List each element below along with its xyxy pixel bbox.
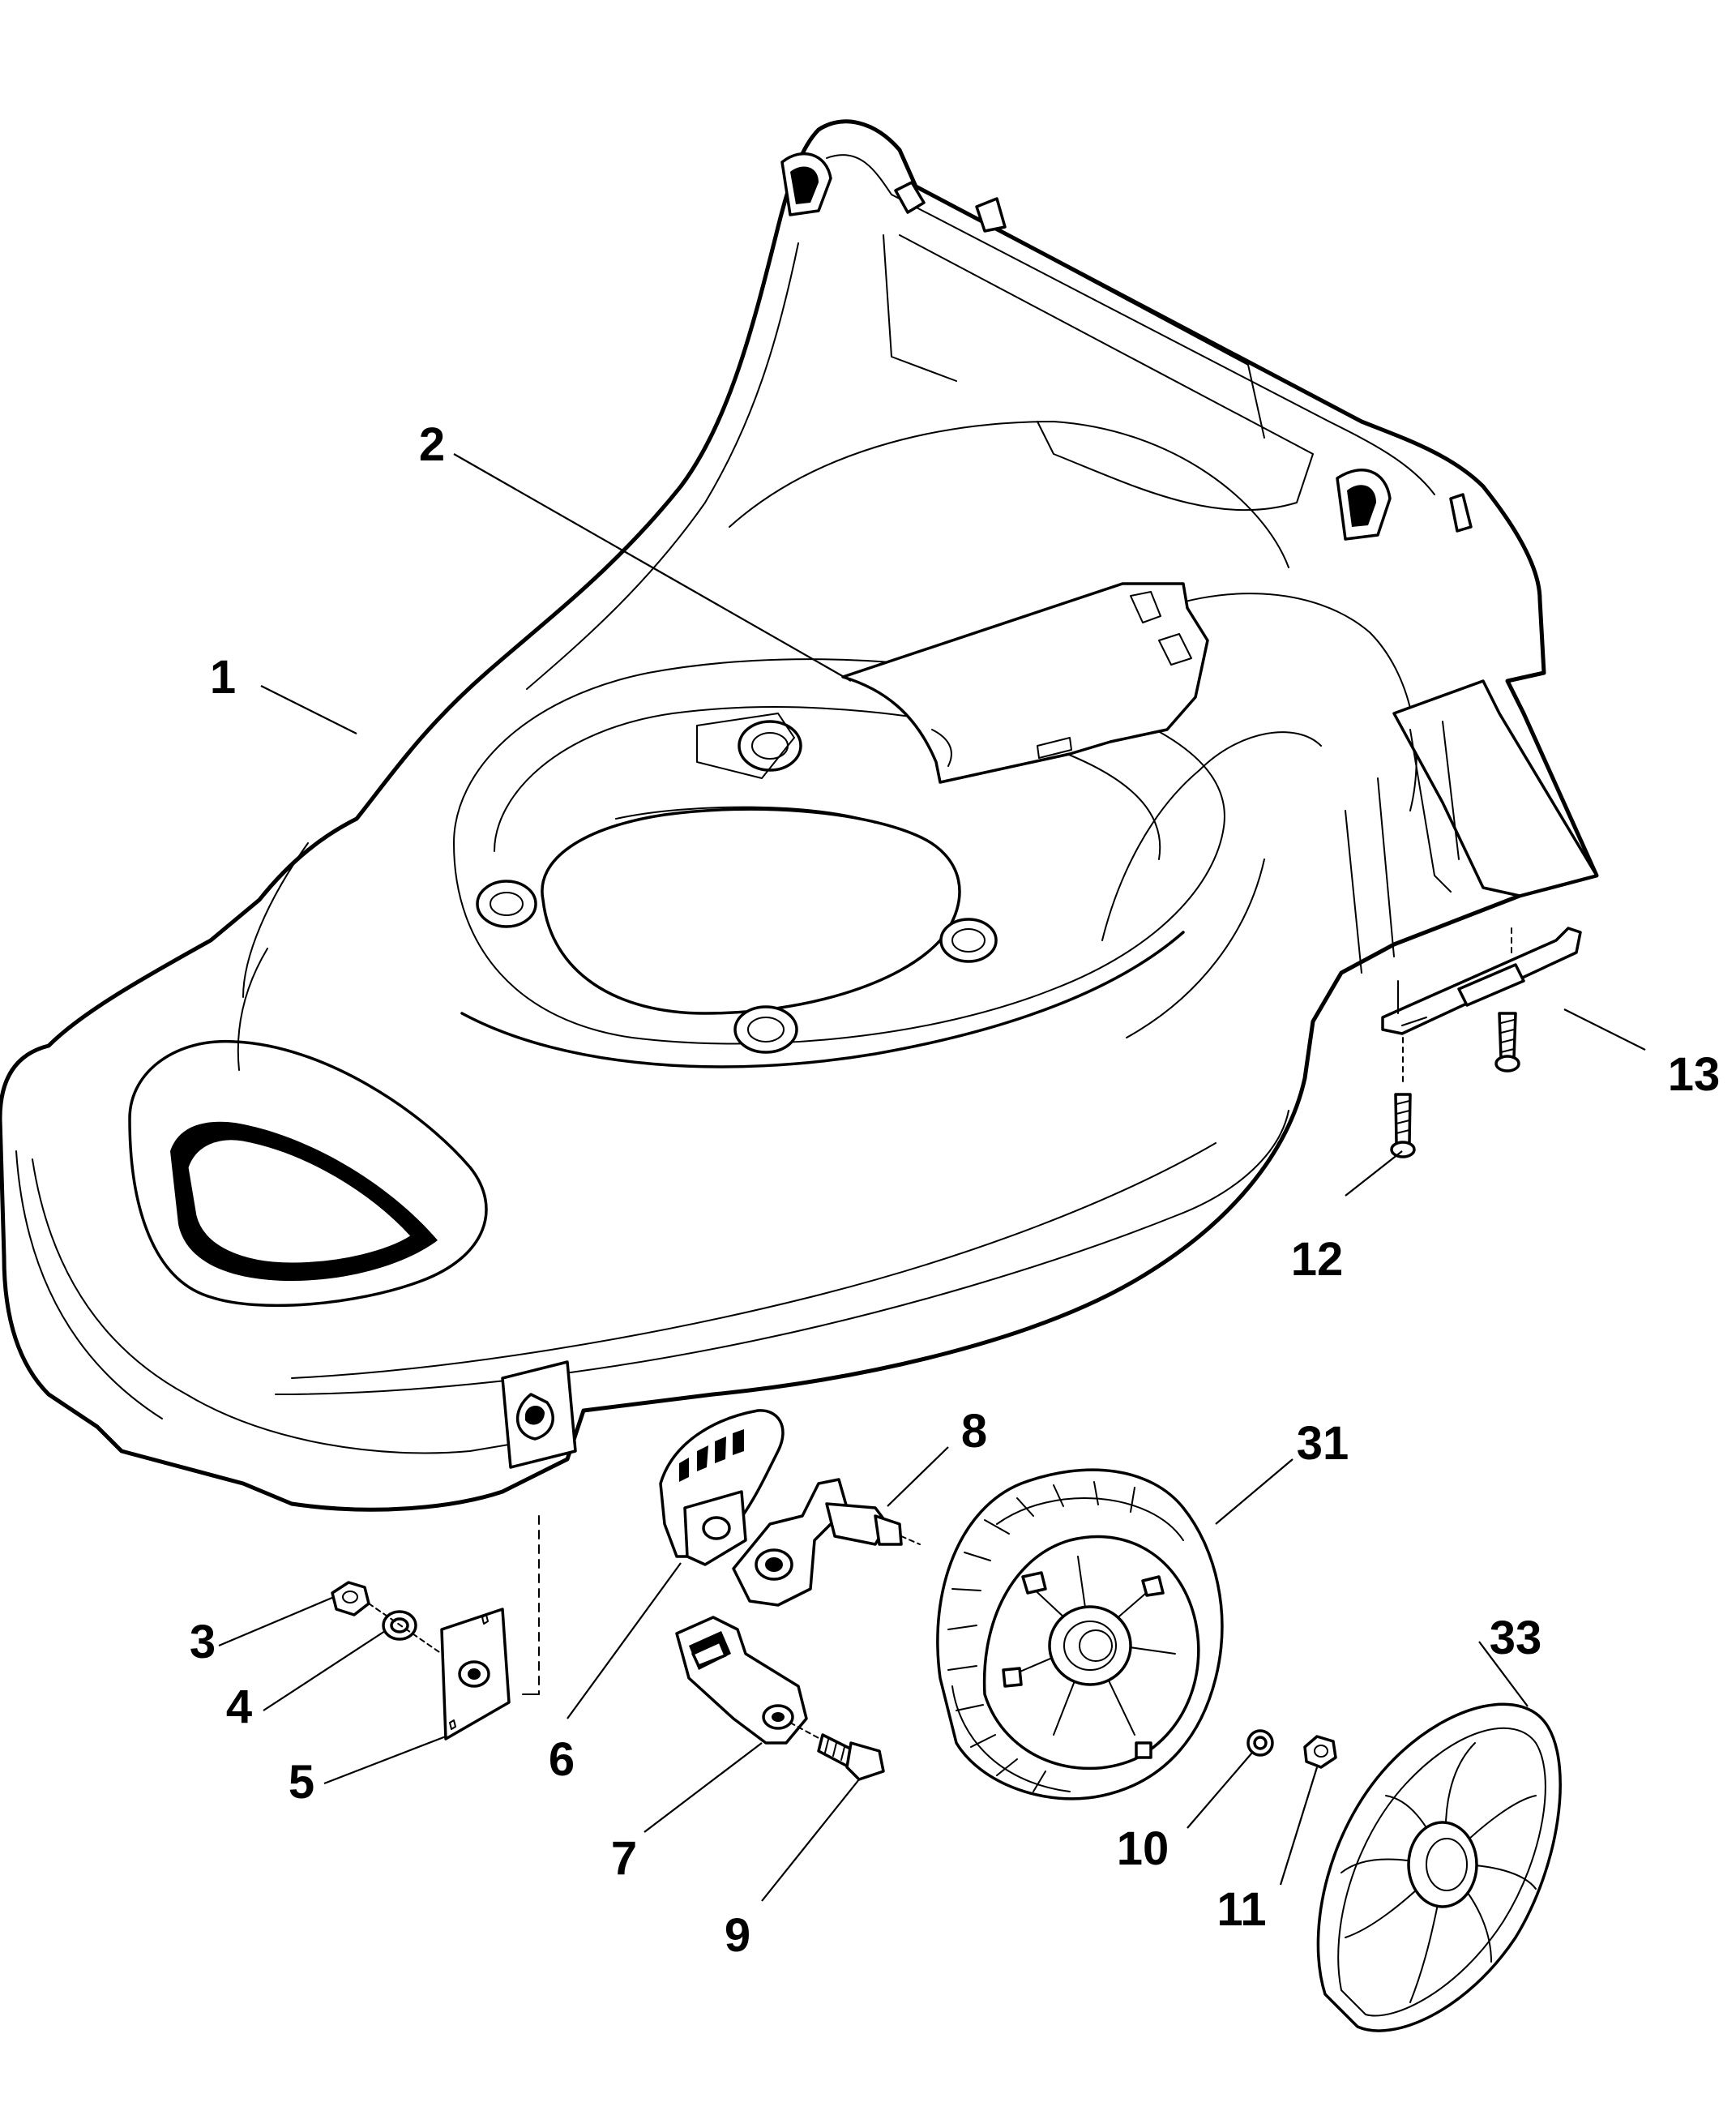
- leader-7: [644, 1742, 763, 1833]
- leader-12: [1345, 1150, 1403, 1197]
- callout-4: 4: [226, 1681, 252, 1733]
- callout-1: 1: [210, 651, 236, 704]
- leader-2: [453, 453, 852, 682]
- boss-right: [939, 918, 998, 963]
- callout-8: 8: [961, 1405, 987, 1458]
- part-nut-3: [331, 1581, 370, 1616]
- part-nut-11: [1303, 1735, 1337, 1769]
- callout-10: 10: [1117, 1822, 1169, 1875]
- callout-6: 6: [549, 1733, 575, 1786]
- callout-31: 31: [1297, 1417, 1349, 1470]
- boss-top: [696, 713, 802, 779]
- part-bolt: [789, 1722, 885, 1781]
- leader-lines: [218, 453, 1646, 1902]
- callout-13: 13: [1668, 1048, 1721, 1101]
- part-hubcap: [1316, 1702, 1562, 2032]
- boss-bottom: [733, 1005, 798, 1054]
- callout-12: 12: [1291, 1233, 1344, 1286]
- callout-11: 11: [1216, 1883, 1266, 1936]
- leader-31: [1215, 1458, 1293, 1525]
- leader-33: [1478, 1641, 1529, 1707]
- part-plate-5: [368, 1515, 540, 1741]
- leader-11: [1279, 1766, 1319, 1886]
- part-washer-10: [1246, 1729, 1274, 1757]
- leader-13: [1563, 1008, 1646, 1051]
- leader-1: [260, 685, 357, 734]
- rear-corner-left: [780, 152, 832, 216]
- part-lever: [675, 1616, 808, 1745]
- callout-7: 7: [611, 1832, 637, 1885]
- part-deck: [0, 119, 1599, 1512]
- callout-2: 2: [419, 418, 445, 471]
- leader-6: [567, 1562, 682, 1719]
- part-rear-bracket: [1381, 923, 1582, 1035]
- callout-33: 33: [1490, 1612, 1542, 1664]
- part-screw-12: [1390, 1037, 1416, 1158]
- leader-10: [1187, 1752, 1253, 1829]
- leader-9: [761, 1779, 860, 1902]
- callout-5: 5: [289, 1756, 314, 1809]
- part-chute-cover: [841, 582, 1209, 784]
- part-wheel: [936, 1468, 1224, 1800]
- callout-3: 3: [190, 1616, 216, 1668]
- callout-9: 9: [725, 1909, 750, 1962]
- leader-3: [218, 1595, 335, 1647]
- leader-4: [263, 1630, 386, 1711]
- leader-8: [887, 1446, 949, 1507]
- part-axle: [732, 1478, 921, 1607]
- leader-5: [323, 1735, 447, 1785]
- part-screw-13: [1494, 1012, 1520, 1073]
- part-height-plate: [659, 1409, 785, 1566]
- callout-labels: 1 2 3 4 5 6 7 8 9 10 11 12 13 31 33: [190, 418, 1720, 1962]
- rear-corner-right: [1336, 469, 1392, 541]
- boss-left: [476, 880, 537, 928]
